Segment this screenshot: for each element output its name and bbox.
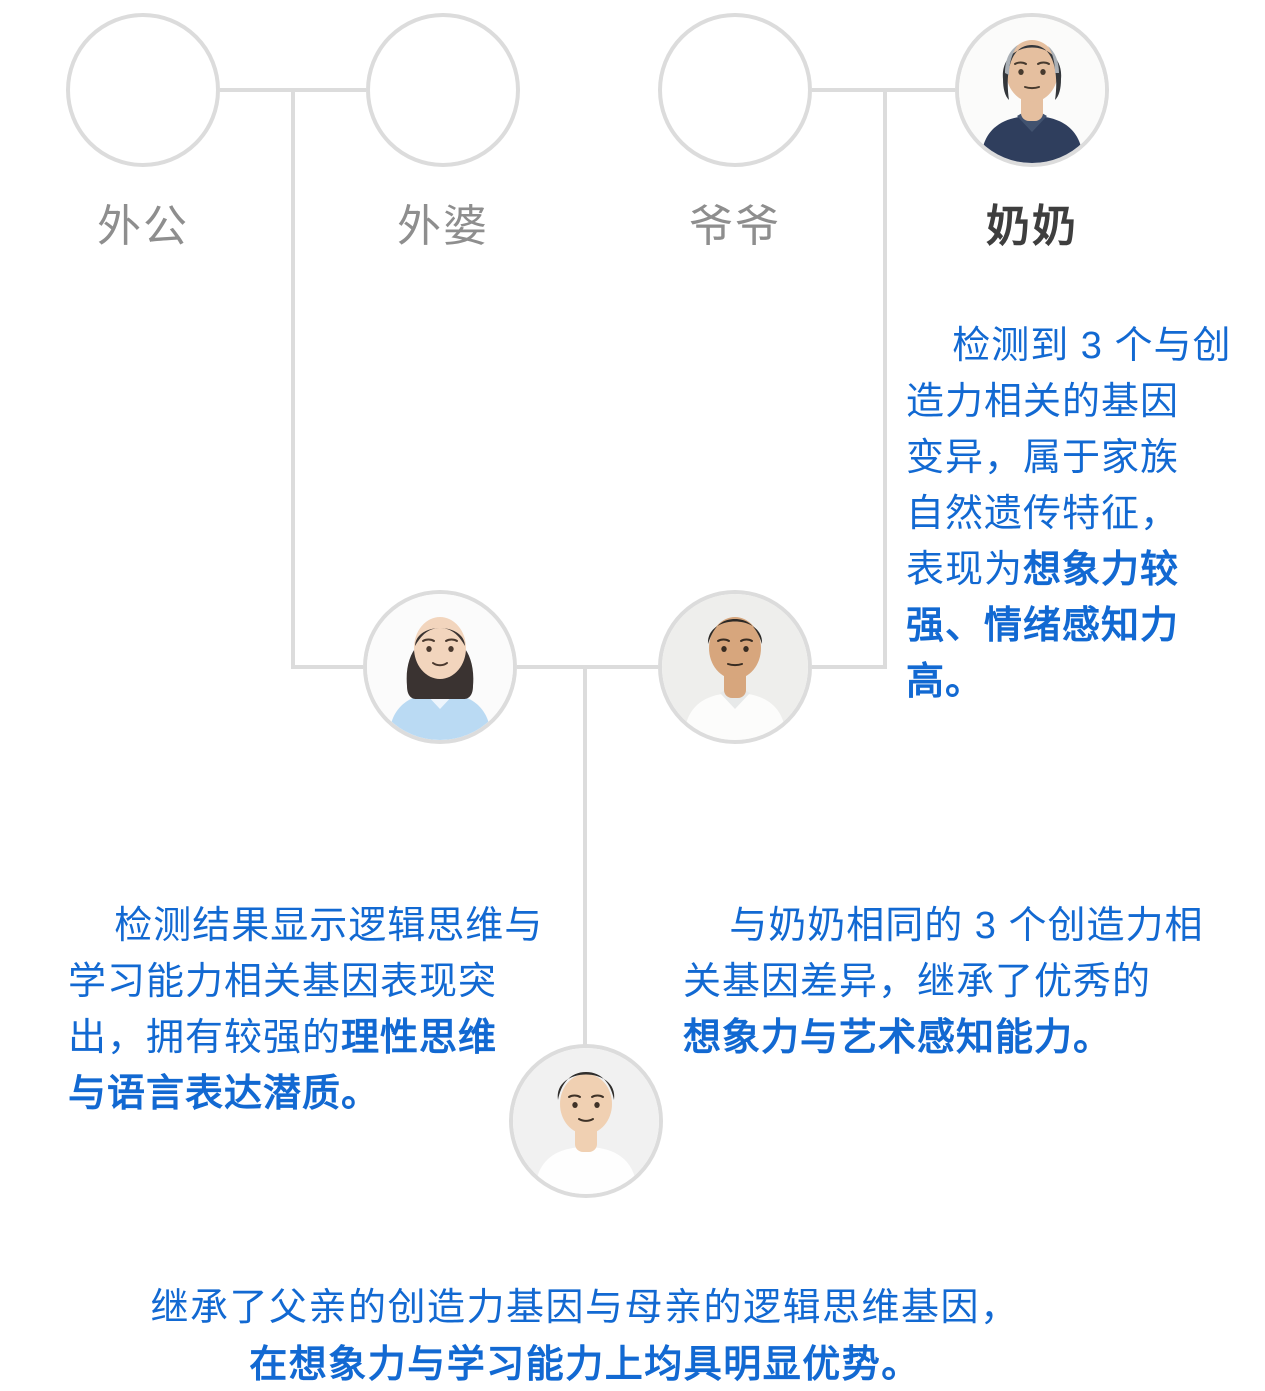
father-gene-note: 与奶奶相同的 3 个创造力相 关基因差异，继承了优秀的 想象力与艺术感知能力。 [683, 842, 1204, 1122]
child-note-line1: 继承了父亲的创造力基因与母亲的逻辑思维基因， [150, 1287, 1020, 1329]
eye-left [426, 646, 432, 652]
shirt [684, 693, 786, 740]
hair-gray-streak-right [1048, 46, 1059, 73]
person-node-paternal-grandmother[interactable] [955, 13, 1109, 167]
mother-note-regular: 检测结果显示逻辑思维与 学习能力相关基因表现突 出，拥有较强的 [68, 905, 544, 1059]
eye-left [1018, 69, 1024, 75]
person-node-mother[interactable] [363, 590, 517, 744]
child-gene-note: 继承了父亲的创造力基因与母亲的逻辑思维基因， 在想象力与学习能力上均具明显优势。 [0, 1280, 1170, 1391]
child-photo [513, 1048, 659, 1194]
eyebrows [568, 1094, 604, 1098]
connector-parents-middle [517, 665, 658, 669]
face [1006, 40, 1058, 102]
person-node-father[interactable] [658, 590, 812, 744]
face [414, 617, 466, 679]
eye-right [743, 646, 749, 652]
connector-maternal-drop [291, 88, 295, 669]
eyebrows [422, 638, 458, 642]
label-paternal-grandmother: 奶奶 [986, 202, 1078, 251]
eye-right [594, 1102, 600, 1108]
person-node-maternal-grandmother[interactable] [366, 13, 520, 167]
grandmother-gene-note: 检测到 3 个与创 造力相关的基因 变异，属于家族 自然遗传特征， 表现为想象力… [906, 262, 1231, 766]
label-maternal-grandmother: 外婆 [397, 202, 489, 251]
father-note-bold: 想象力与艺术感知能力。 [683, 1017, 1113, 1059]
eye-right [448, 646, 454, 652]
grandmother-photo [959, 17, 1105, 163]
eye-left [572, 1102, 578, 1108]
connector-parents-right [812, 665, 887, 669]
child-note-line2: 在想象力与学习能力上均具明显优势。 [249, 1344, 921, 1386]
eye-left [721, 646, 727, 652]
mother-note-bold: 理性思维 与语言表达潜质。 [68, 1017, 498, 1115]
connector-child-drop [583, 665, 587, 1046]
grandmother-note-bold: 想象力较 强、情绪感知力 高。 [906, 549, 1180, 703]
mouth [578, 1118, 594, 1122]
person-node-maternal-grandfather[interactable] [66, 13, 220, 167]
shirt [535, 1147, 637, 1194]
mother-gene-note: 检测结果显示逻辑思维与 学习能力相关基因表现突 出，拥有较强的理性思维 与语言表… [68, 842, 543, 1178]
shirt [981, 116, 1083, 163]
label-maternal-grandfather: 外公 [97, 202, 189, 251]
person-node-paternal-grandfather[interactable] [658, 13, 812, 167]
father-note-regular: 与奶奶相同的 3 个创造力相 关基因差异，继承了优秀的 [683, 905, 1204, 1003]
mouth [727, 663, 743, 667]
eyebrows [717, 638, 753, 642]
label-paternal-grandfather: 爷爷 [689, 202, 781, 251]
mouth [1024, 86, 1040, 90]
connector-parents-left [293, 665, 363, 669]
hair-gray-streak-left [1005, 45, 1018, 75]
eyebrows [1014, 61, 1050, 65]
grandmother-note-regular: 检测到 3 个与创 造力相关的基因 变异，属于家族 自然遗传特征， 表现为 [906, 325, 1232, 591]
person-node-child[interactable] [509, 1044, 663, 1198]
mouth [432, 662, 448, 667]
mother-photo [367, 594, 513, 740]
face [709, 617, 761, 679]
face [560, 1074, 612, 1134]
connector-paternal-drop [883, 88, 887, 669]
father-photo [662, 594, 808, 740]
eye-right [1040, 69, 1046, 75]
shirt [389, 693, 491, 740]
